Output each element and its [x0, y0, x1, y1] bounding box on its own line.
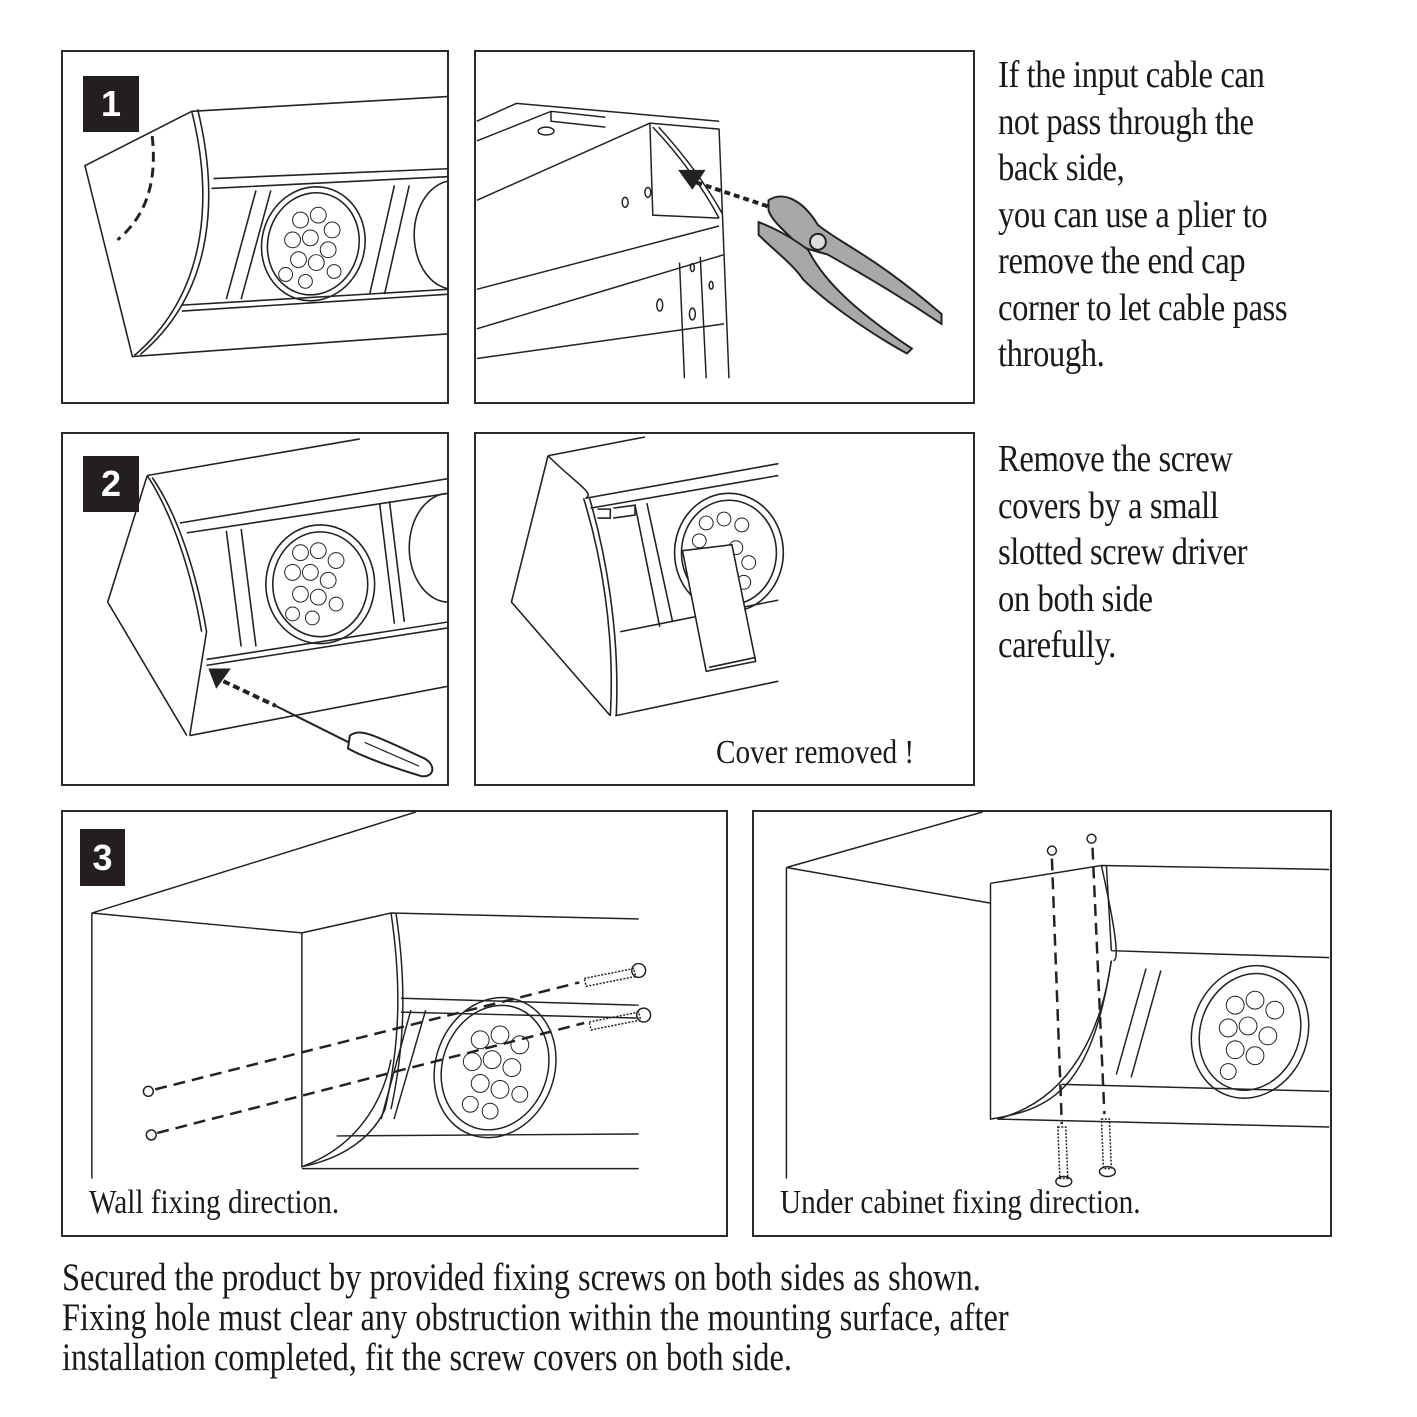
cabinet-fixing-drawing — [785, 812, 1330, 1188]
screwdriver-drawing — [106, 438, 447, 778]
step2-illustration-screwdriver: 2 — [61, 432, 449, 786]
cabinet-fixing-caption: Under cabinet fixing direction. — [780, 1184, 1141, 1221]
step2-line: covers by a small — [998, 484, 1219, 527]
step1-line: back side, — [998, 147, 1125, 189]
footer-line: Fixing hole must clear any obstruction w… — [62, 1296, 1009, 1339]
fixing-hole — [145, 1129, 157, 1141]
step-number-badge: 1 — [83, 76, 139, 132]
step2-line: slotted screw driver — [998, 531, 1248, 573]
screw-cover — [681, 543, 757, 673]
wall-fixing-drawing — [91, 812, 652, 1179]
screw-icon — [583, 962, 647, 988]
step2-line: Remove the screw — [998, 438, 1233, 480]
footer-instructions: Secured the product by provided fixing s… — [62, 1258, 1009, 1378]
step1-line: remove the end cap — [998, 240, 1246, 282]
step1-line: corner to let cable pass — [998, 286, 1288, 329]
step3-illustration-cabinet: Under cabinet fixing direction. — [752, 810, 1332, 1237]
plier-icon — [757, 195, 943, 355]
fixing-hole — [1086, 833, 1097, 844]
step1-illustration-endcap: 1 — [61, 50, 449, 404]
plier-drawing — [476, 102, 943, 379]
step1-line: you can use a plier to — [998, 193, 1268, 236]
screw-icon — [588, 1007, 652, 1031]
step3-illustration-wall: 3 Wall fixing direction. — [61, 810, 728, 1237]
screw-icon — [1055, 1126, 1073, 1188]
step1-line: If the input cable can — [998, 54, 1265, 96]
footer-line: Secured the product by provided fixing s… — [62, 1256, 981, 1299]
arrow-head — [678, 169, 706, 190]
step1-illustration-plier — [474, 50, 975, 404]
step1-line: through. — [998, 333, 1105, 375]
fixing-hole — [142, 1085, 155, 1098]
fixing-hole — [1046, 845, 1058, 856]
screwdriver-icon — [275, 705, 434, 778]
footer-line: installation completed, fit the screw co… — [62, 1336, 792, 1379]
cover-removed-drawing — [510, 436, 785, 717]
wall-fixing-caption: Wall fixing direction. — [89, 1184, 340, 1221]
arrow-head — [208, 668, 231, 689]
step-number-badge: 3 — [80, 829, 125, 886]
endcap-drawing — [84, 95, 447, 358]
step1-line: not pass through the — [998, 100, 1254, 143]
step2-illustration-cover-removed: Cover removed ! — [474, 432, 975, 786]
screw-icon — [1098, 1118, 1117, 1178]
step-number-badge: 2 — [83, 456, 139, 512]
step1-instructions: If the input cable can not pass through … — [998, 52, 1288, 378]
step2-line: carefully. — [998, 624, 1116, 666]
step2-instructions: Remove the screw covers by a small slott… — [998, 436, 1248, 669]
cover-removed-caption: Cover removed ! — [716, 734, 915, 771]
step2-line: on both side — [998, 577, 1153, 620]
